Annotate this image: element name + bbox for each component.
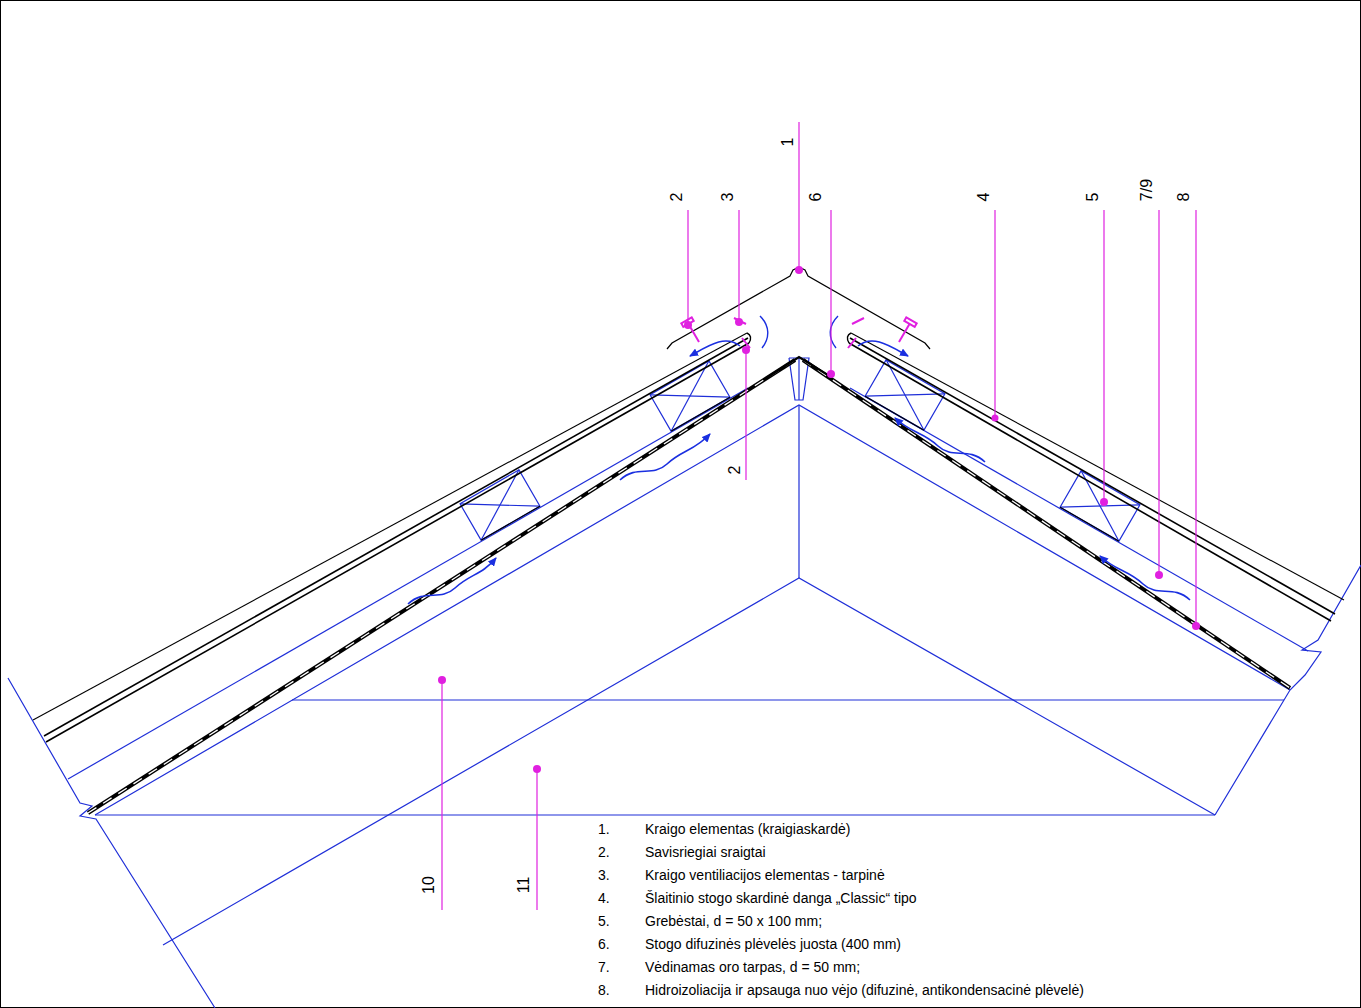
legend-text: Kraigo ventiliacijos elementas - tarpinė [645, 868, 885, 883]
leader-dot [533, 765, 541, 773]
leader-line [745, 350, 746, 480]
leader-dot [1100, 498, 1108, 506]
leader-line [536, 769, 537, 910]
leader-dot [1192, 622, 1200, 630]
screw [894, 317, 917, 345]
callout-number: 8 [1175, 193, 1193, 202]
callout-number: 1 [779, 138, 797, 147]
air-arrow [620, 434, 710, 480]
cladding-line [33, 333, 747, 720]
cladding-line [44, 338, 748, 736]
legend-number: 7. [598, 960, 610, 975]
leader-dot [795, 266, 803, 274]
rafter-line [95, 405, 1290, 815]
air-flow [760, 316, 838, 348]
air-arrow [1100, 556, 1190, 600]
air-arrow [858, 341, 908, 356]
battens [460, 360, 1140, 541]
leader-line [687, 210, 688, 325]
legend-text: Vėdinamas oro tarpas, d = 50 mm; [645, 960, 860, 975]
leader-line [1103, 210, 1104, 502]
leader-dots [438, 266, 1200, 773]
air-arrow [408, 558, 496, 604]
leader-dot [992, 415, 999, 422]
air-arrow [690, 341, 740, 356]
legend-number: 4. [598, 891, 610, 906]
legend-text: Grebėstai, d = 50 x 100 mm; [645, 914, 822, 929]
cladding-line [46, 343, 749, 742]
leader-dot [827, 370, 835, 378]
leader-line [441, 680, 442, 910]
leader-line [798, 122, 799, 270]
leader-line [994, 210, 995, 418]
leader-line [1158, 210, 1159, 575]
leader-dot [438, 676, 446, 684]
legend-text: Stogo difuzinės plėvelės juosta (400 mm) [645, 937, 901, 952]
cladding-end [847, 333, 851, 343]
cut-line [1215, 565, 1361, 815]
roof-cladding [33, 333, 1344, 742]
batten [865, 360, 945, 430]
membrane [88, 357, 1290, 813]
callout-number: 4 [975, 193, 993, 202]
cladding-line [851, 333, 1344, 600]
leaders [442, 122, 1196, 910]
ridge-cap [667, 268, 930, 349]
counter-batten-line [850, 388, 1308, 651]
callout-number: 2 [668, 193, 686, 202]
cladding-end [747, 333, 751, 343]
leader-line [738, 210, 739, 322]
air-flow [408, 341, 1190, 604]
tie-beam-line [292, 699, 1284, 700]
batten [1060, 471, 1140, 541]
structure-lines [8, 358, 1361, 1008]
leader-dot [1155, 571, 1163, 579]
callout-number: 7/9 [1138, 179, 1156, 201]
legend-text: Kraigo elementas (kraigiaskardė) [645, 822, 850, 837]
callout-number: 5 [1084, 193, 1102, 202]
membrane-line [803, 360, 1290, 688]
leader-dot [684, 321, 692, 329]
legend-text: Savisriegiai sraigtai [645, 845, 766, 860]
air-arrow [895, 418, 985, 462]
callout-number: 11 [515, 877, 533, 894]
callout-number: 6 [807, 193, 825, 202]
screw [681, 317, 704, 345]
legend-number: 2. [598, 845, 610, 860]
leader-dot [742, 346, 750, 354]
legend-number: 8. [598, 983, 610, 998]
callout-number: 10 [420, 876, 438, 894]
ridge-post-line [798, 405, 799, 578]
cut-line [8, 678, 215, 1008]
legend-number: 3. [598, 868, 610, 883]
leader-line [1195, 210, 1196, 626]
ridge-board [798, 358, 799, 400]
legend-number: 1. [598, 822, 610, 837]
callout-number: 3 [719, 193, 737, 202]
callout-number: 2 [726, 466, 744, 475]
membrane-strip [768, 357, 831, 377]
air-curve [760, 316, 768, 348]
legend-number: 5. [598, 914, 610, 929]
cladding-line [850, 338, 1335, 614]
leader-line [830, 210, 831, 374]
tie-beam-line [95, 814, 1215, 815]
counter-batten-line [68, 388, 748, 779]
batten [460, 470, 540, 540]
legend-number: 6. [598, 937, 610, 952]
leader-dot [735, 318, 743, 326]
legend-text: Šlaitinio stogo skardinė danga „Classic“… [645, 891, 917, 906]
legend-text: Hidroizoliacija ir apsauga nuo vėjo (dif… [645, 983, 1084, 998]
cladding-line [849, 343, 1331, 621]
membrane-dash [803, 360, 1290, 688]
